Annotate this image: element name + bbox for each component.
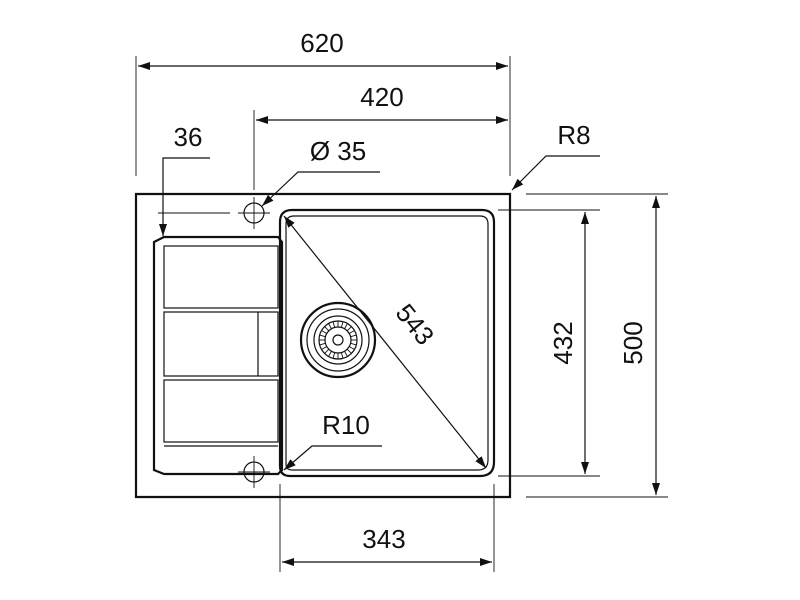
strainer-slot xyxy=(319,334,326,338)
strainer-slot xyxy=(349,346,355,350)
strainer-slot xyxy=(349,330,355,334)
dimension-line-543 xyxy=(283,215,487,469)
strainer-slot xyxy=(350,334,357,338)
label-inner-corner-radius: R10 xyxy=(322,410,370,440)
label-overall-width: 620 xyxy=(300,28,343,58)
strainer-slot xyxy=(328,323,332,329)
strainer-slot xyxy=(324,348,330,354)
tap-hole-top xyxy=(238,197,270,229)
strainer-slot xyxy=(321,346,327,350)
label-bowl-width: 343 xyxy=(362,524,405,554)
label-corner-radius-outer: R8 xyxy=(557,120,590,150)
strainer-slot xyxy=(344,323,348,329)
strainer-slot xyxy=(346,348,352,354)
sink-outline xyxy=(134,192,512,499)
strainer-slot xyxy=(340,352,344,359)
strainer-slot xyxy=(332,352,336,359)
strainer-slot xyxy=(328,351,332,357)
drainer-area xyxy=(152,235,284,476)
strainer-slot xyxy=(350,342,357,346)
label-overall-depth: 500 xyxy=(618,321,648,364)
bowl xyxy=(278,208,496,478)
label-bowl-offset-width: 420 xyxy=(360,82,403,112)
label-bowl-diagonal: 543 xyxy=(390,298,441,351)
strainer-slot xyxy=(332,321,336,328)
strainer-slot xyxy=(324,326,330,332)
strainer-slot xyxy=(346,326,352,332)
label-tap-hole-offset: 36 xyxy=(174,122,203,152)
leader-diameter-35 xyxy=(261,171,380,207)
leader-36 xyxy=(159,157,210,236)
extension-lines xyxy=(135,56,668,572)
tap-hole-bottom xyxy=(238,456,270,488)
label-tap-hole-diameter: Ø 35 xyxy=(310,136,366,166)
strainer-slot xyxy=(340,321,344,328)
strainer-slot xyxy=(344,351,348,357)
leader-r10 xyxy=(283,445,382,471)
label-bowl-depth: 432 xyxy=(548,321,578,364)
strainer-slot xyxy=(321,330,327,334)
drain-strainer xyxy=(299,301,377,379)
strainer-slot xyxy=(319,342,326,346)
leader-r8 xyxy=(511,155,600,191)
